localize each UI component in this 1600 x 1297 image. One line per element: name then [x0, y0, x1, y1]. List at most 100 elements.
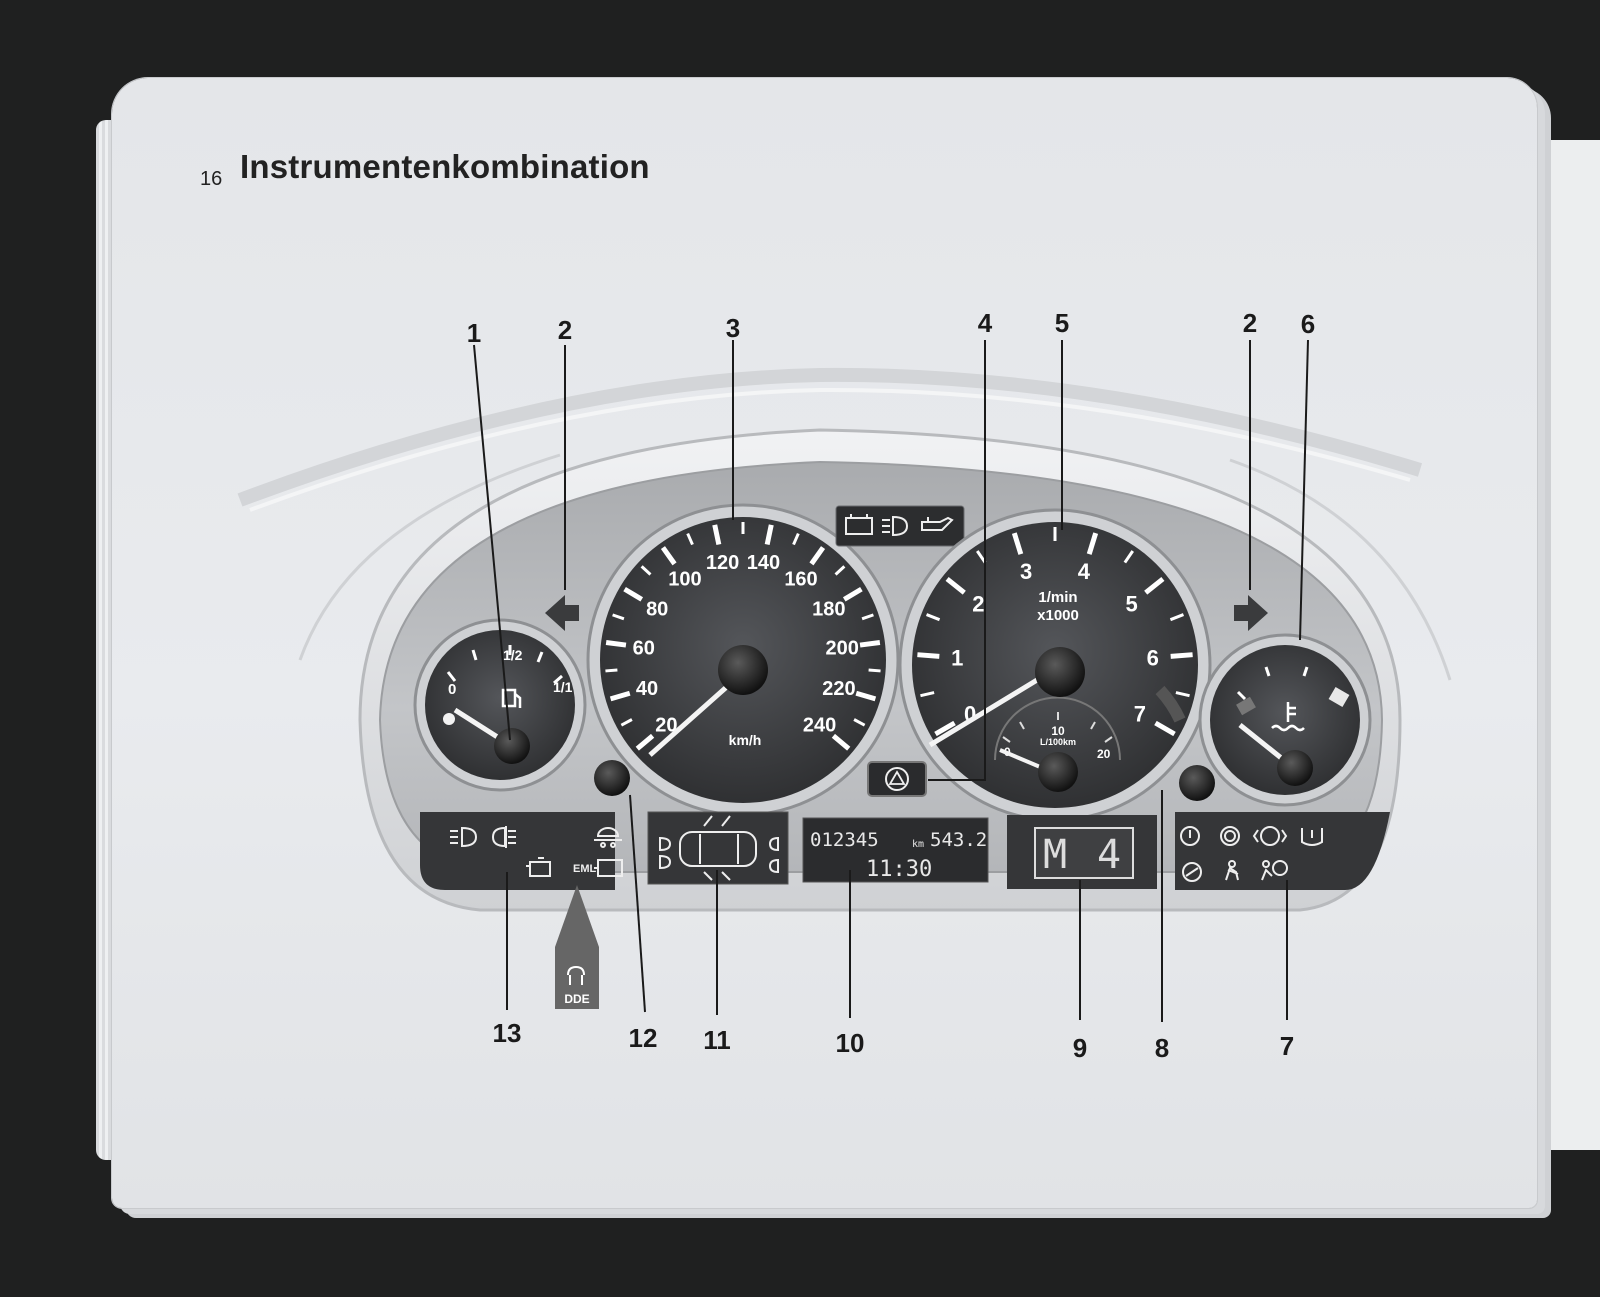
turn-signal-left-arrow	[545, 595, 579, 631]
abs-icon	[1220, 826, 1240, 846]
callout-2-left: 2	[558, 315, 572, 345]
speedometer-tick	[861, 613, 874, 621]
callout-12: 12	[629, 1023, 658, 1053]
callout-1: 1	[467, 318, 481, 348]
turn-signal-right-arrow	[1234, 595, 1268, 631]
speedometer-tick	[859, 640, 881, 648]
dde-label: DDE	[564, 992, 589, 1006]
glow-plug-icon	[567, 965, 585, 985]
speedometer-tick	[612, 613, 625, 621]
speedometer-tick	[834, 565, 846, 576]
speedometer-label: 200	[826, 637, 859, 659]
warning-lamps-right-panel	[1175, 812, 1390, 890]
callout-8: 8	[1155, 1033, 1169, 1063]
lcd-display: 012345 km 543.2 11:30	[802, 817, 989, 883]
headlight-icon	[882, 515, 909, 537]
dsc-icon	[1182, 862, 1202, 882]
speedometer-label: 80	[646, 599, 668, 621]
speedometer-tick	[853, 718, 866, 727]
speedometer-tick	[831, 733, 851, 751]
tachometer-label: 6	[1147, 645, 1159, 670]
fuel-gauge: 0 1/2 1/1	[413, 618, 587, 792]
speedometer-label: 20	[655, 714, 677, 736]
speedometer-tick	[660, 546, 677, 566]
fuel-label-half: 1/2	[503, 647, 523, 663]
speedometer-tick	[842, 586, 863, 602]
tachometer-tick	[1170, 652, 1193, 659]
economy-unit: L/100km	[1040, 737, 1076, 747]
tachometer-tick	[1011, 532, 1024, 555]
speedometer-tick	[620, 718, 633, 727]
tachometer-tick	[1144, 577, 1165, 595]
economy-label-20: 20	[1097, 747, 1111, 761]
battery-icon	[845, 514, 873, 535]
fuel-label-full: 1/1	[553, 679, 573, 695]
speedometer-label: 100	[668, 569, 701, 591]
economy-label-10: 10	[1051, 724, 1065, 738]
tachometer-label: 3	[1020, 559, 1032, 584]
callout-9: 9	[1073, 1033, 1087, 1063]
reset-knob-right[interactable]	[1179, 765, 1215, 801]
speedometer-label: 40	[636, 678, 658, 700]
tachometer-unit-line2: x1000	[1037, 607, 1079, 624]
check-control-button[interactable]	[867, 761, 927, 797]
fuel-needle-hub	[494, 728, 530, 764]
callout-7: 7	[1280, 1031, 1294, 1061]
gear-display: M 4	[1007, 815, 1157, 889]
brake-pad-icon	[1252, 826, 1288, 846]
callout-2-right: 2	[1243, 308, 1257, 338]
trip-value: 543.2	[930, 829, 987, 851]
tachometer-tick	[920, 691, 935, 698]
callout-lines	[473, 339, 1309, 1022]
tachometer-label: 2	[972, 592, 984, 617]
tire-pressure-icon	[1301, 828, 1323, 846]
tachometer-tick	[976, 550, 987, 564]
speedometer-tick	[605, 668, 618, 673]
speedometer-tick	[868, 668, 881, 673]
temperature-gauge	[1198, 633, 1372, 807]
gear-mode: M	[1043, 832, 1067, 878]
callout-10: 10	[836, 1028, 865, 1058]
indicator-lamps-left-panel: EML	[420, 812, 623, 890]
trip-unit: km	[912, 839, 924, 850]
tachometer-tick	[1123, 550, 1134, 564]
speedometer-tick	[635, 733, 655, 751]
speedometer-label: 220	[822, 678, 855, 700]
speedometer-label: 120	[706, 552, 739, 574]
airbag-icon	[1261, 860, 1288, 881]
speedometer-tick	[686, 532, 694, 546]
speedometer-tick	[712, 524, 722, 546]
warning-triangle-icon	[888, 770, 906, 785]
callout-13: 13	[493, 1018, 522, 1048]
tachometer-label: 7	[1134, 702, 1146, 727]
tachometer-tick	[1169, 613, 1185, 622]
page-title: Instrumentenkombination	[240, 148, 650, 185]
cruise-icon	[594, 827, 622, 848]
seatbelt-icon	[1225, 860, 1239, 881]
speedometer-label: 160	[784, 569, 817, 591]
fuel-reserve-lamp	[443, 713, 455, 725]
tachometer-label: 5	[1125, 592, 1137, 617]
tachometer-unit-line1: 1/min	[1038, 589, 1077, 606]
callout-4: 4	[978, 308, 993, 338]
fuel-label-empty: 0	[448, 681, 456, 698]
front-fog-light-icon	[450, 826, 478, 848]
tachometer-tick	[1086, 532, 1099, 555]
callout-3: 3	[726, 313, 740, 343]
dde-indicator-pointer: DDE	[555, 885, 599, 1009]
speedometer-tick	[855, 690, 877, 702]
temperature-needle-hub	[1277, 750, 1313, 786]
rear-fog-light-icon	[491, 826, 516, 848]
speedometer-tick	[809, 546, 826, 566]
odometer-value: 012345	[810, 829, 879, 851]
speedometer-tick	[623, 586, 644, 602]
tachometer-tick	[945, 577, 966, 595]
speedometer-unit: km/h	[729, 732, 762, 748]
speedometer-tick	[609, 690, 631, 702]
eml-icon: EML	[573, 863, 597, 875]
car-outline-icon	[659, 815, 779, 881]
reset-knob-left[interactable]	[594, 760, 630, 796]
callout-11: 11	[703, 1025, 731, 1055]
brake-icon	[1180, 826, 1200, 846]
